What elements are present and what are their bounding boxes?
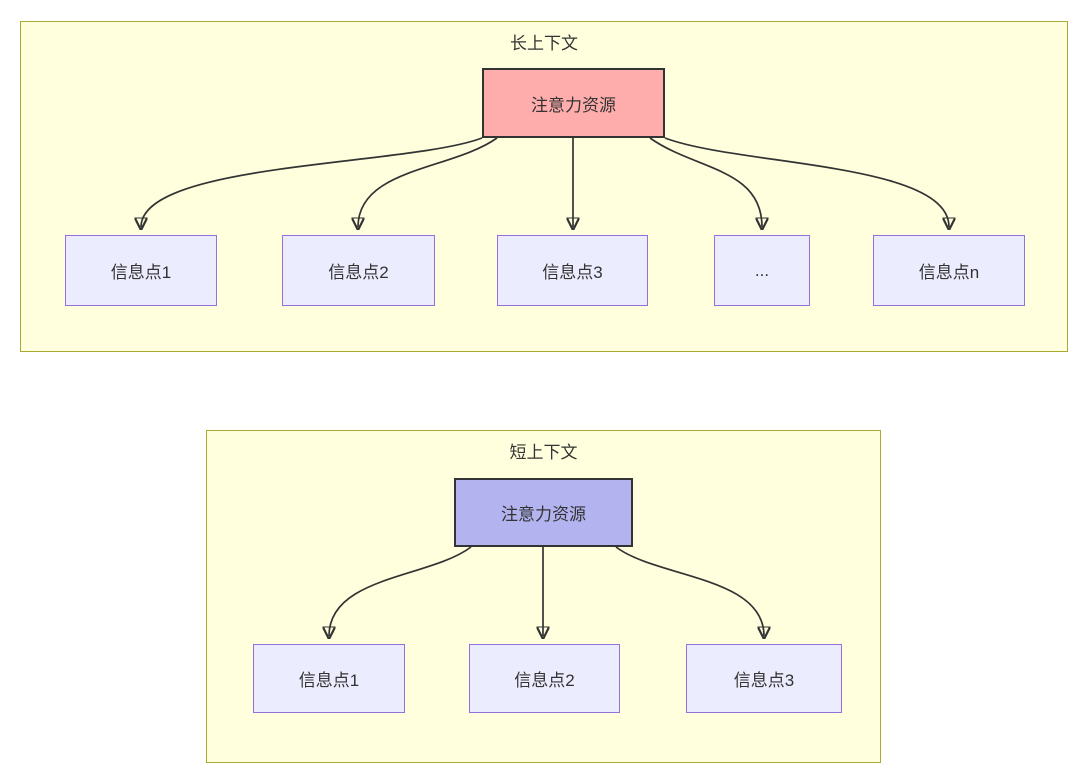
info-point-node: 信息点3: [497, 235, 648, 306]
info-point-node: 信息点1: [253, 644, 405, 713]
info-point-node: 信息点2: [282, 235, 435, 306]
long-context-title: 长上下文: [510, 34, 578, 53]
info-point-node: 信息点3: [686, 644, 842, 713]
info-point-node: 信息点1: [65, 235, 217, 306]
short-context-title: 短上下文: [509, 443, 578, 462]
attention-resource-node-short: 注意力资源: [454, 478, 633, 547]
info-point-node: 信息点n: [873, 235, 1025, 306]
info-point-node: 信息点2: [469, 644, 620, 713]
attention-resource-node-long: 注意力资源: [482, 68, 665, 138]
info-point-node-ellipsis: ...: [714, 235, 810, 306]
